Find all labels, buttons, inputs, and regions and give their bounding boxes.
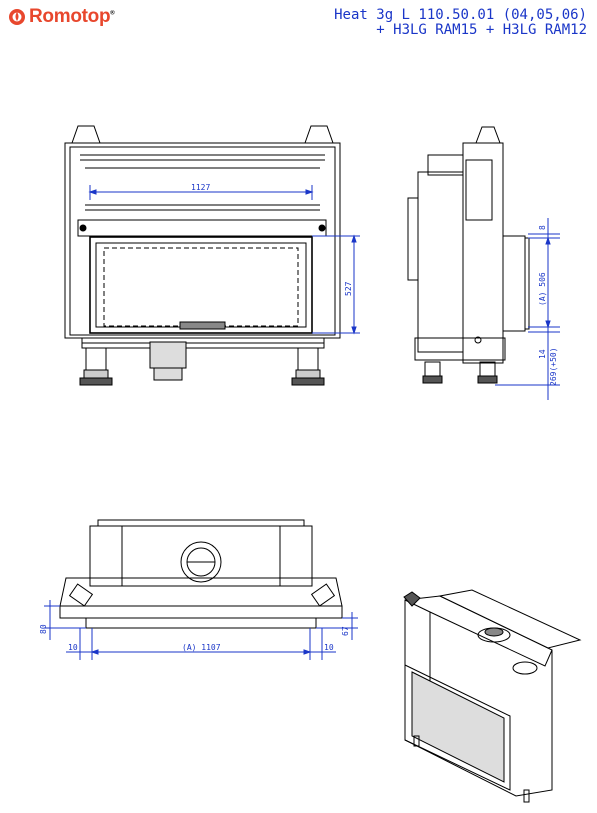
dim-side-base: 269(+50) — [549, 347, 558, 386]
front-view — [64, 125, 341, 386]
dim-side-top-gap: 8 — [538, 225, 547, 230]
front-width-dimension — [88, 185, 314, 200]
side-dimensions — [495, 218, 560, 400]
model-title-line1: Heat 3g L 110.50.01 (04,05,06) — [334, 7, 587, 23]
brand-name: Romotop® — [29, 6, 115, 27]
dim-side-height: (A) 506 — [538, 272, 547, 306]
dim-top-left-margin: 10 — [68, 643, 78, 652]
isometric-view — [403, 589, 582, 803]
top-dimensions — [44, 600, 358, 660]
dim-side-gap: 14 — [538, 349, 547, 359]
dim-front-height: 527 — [344, 281, 353, 296]
logo-flame-icon — [9, 9, 25, 25]
dim-top-right-margin: 10 — [324, 643, 334, 652]
dim-top-front: 67 — [341, 626, 350, 636]
registered-mark: ® — [110, 10, 115, 17]
side-view — [407, 126, 530, 384]
dim-top-depth: 80 — [39, 624, 48, 634]
model-title-line2: + H3LG RAM15 + H3LG RAM12 — [376, 22, 587, 38]
romotop-logo: Romotop® — [8, 6, 115, 28]
model-title: Heat 3g L 110.50.01 (04,05,06) + H3LG RA… — [334, 8, 587, 38]
dim-front-width: 1127 — [191, 183, 210, 192]
top-view — [59, 519, 343, 629]
front-height-dimension — [312, 234, 360, 335]
dim-top-width: (A) 1107 — [182, 643, 221, 652]
